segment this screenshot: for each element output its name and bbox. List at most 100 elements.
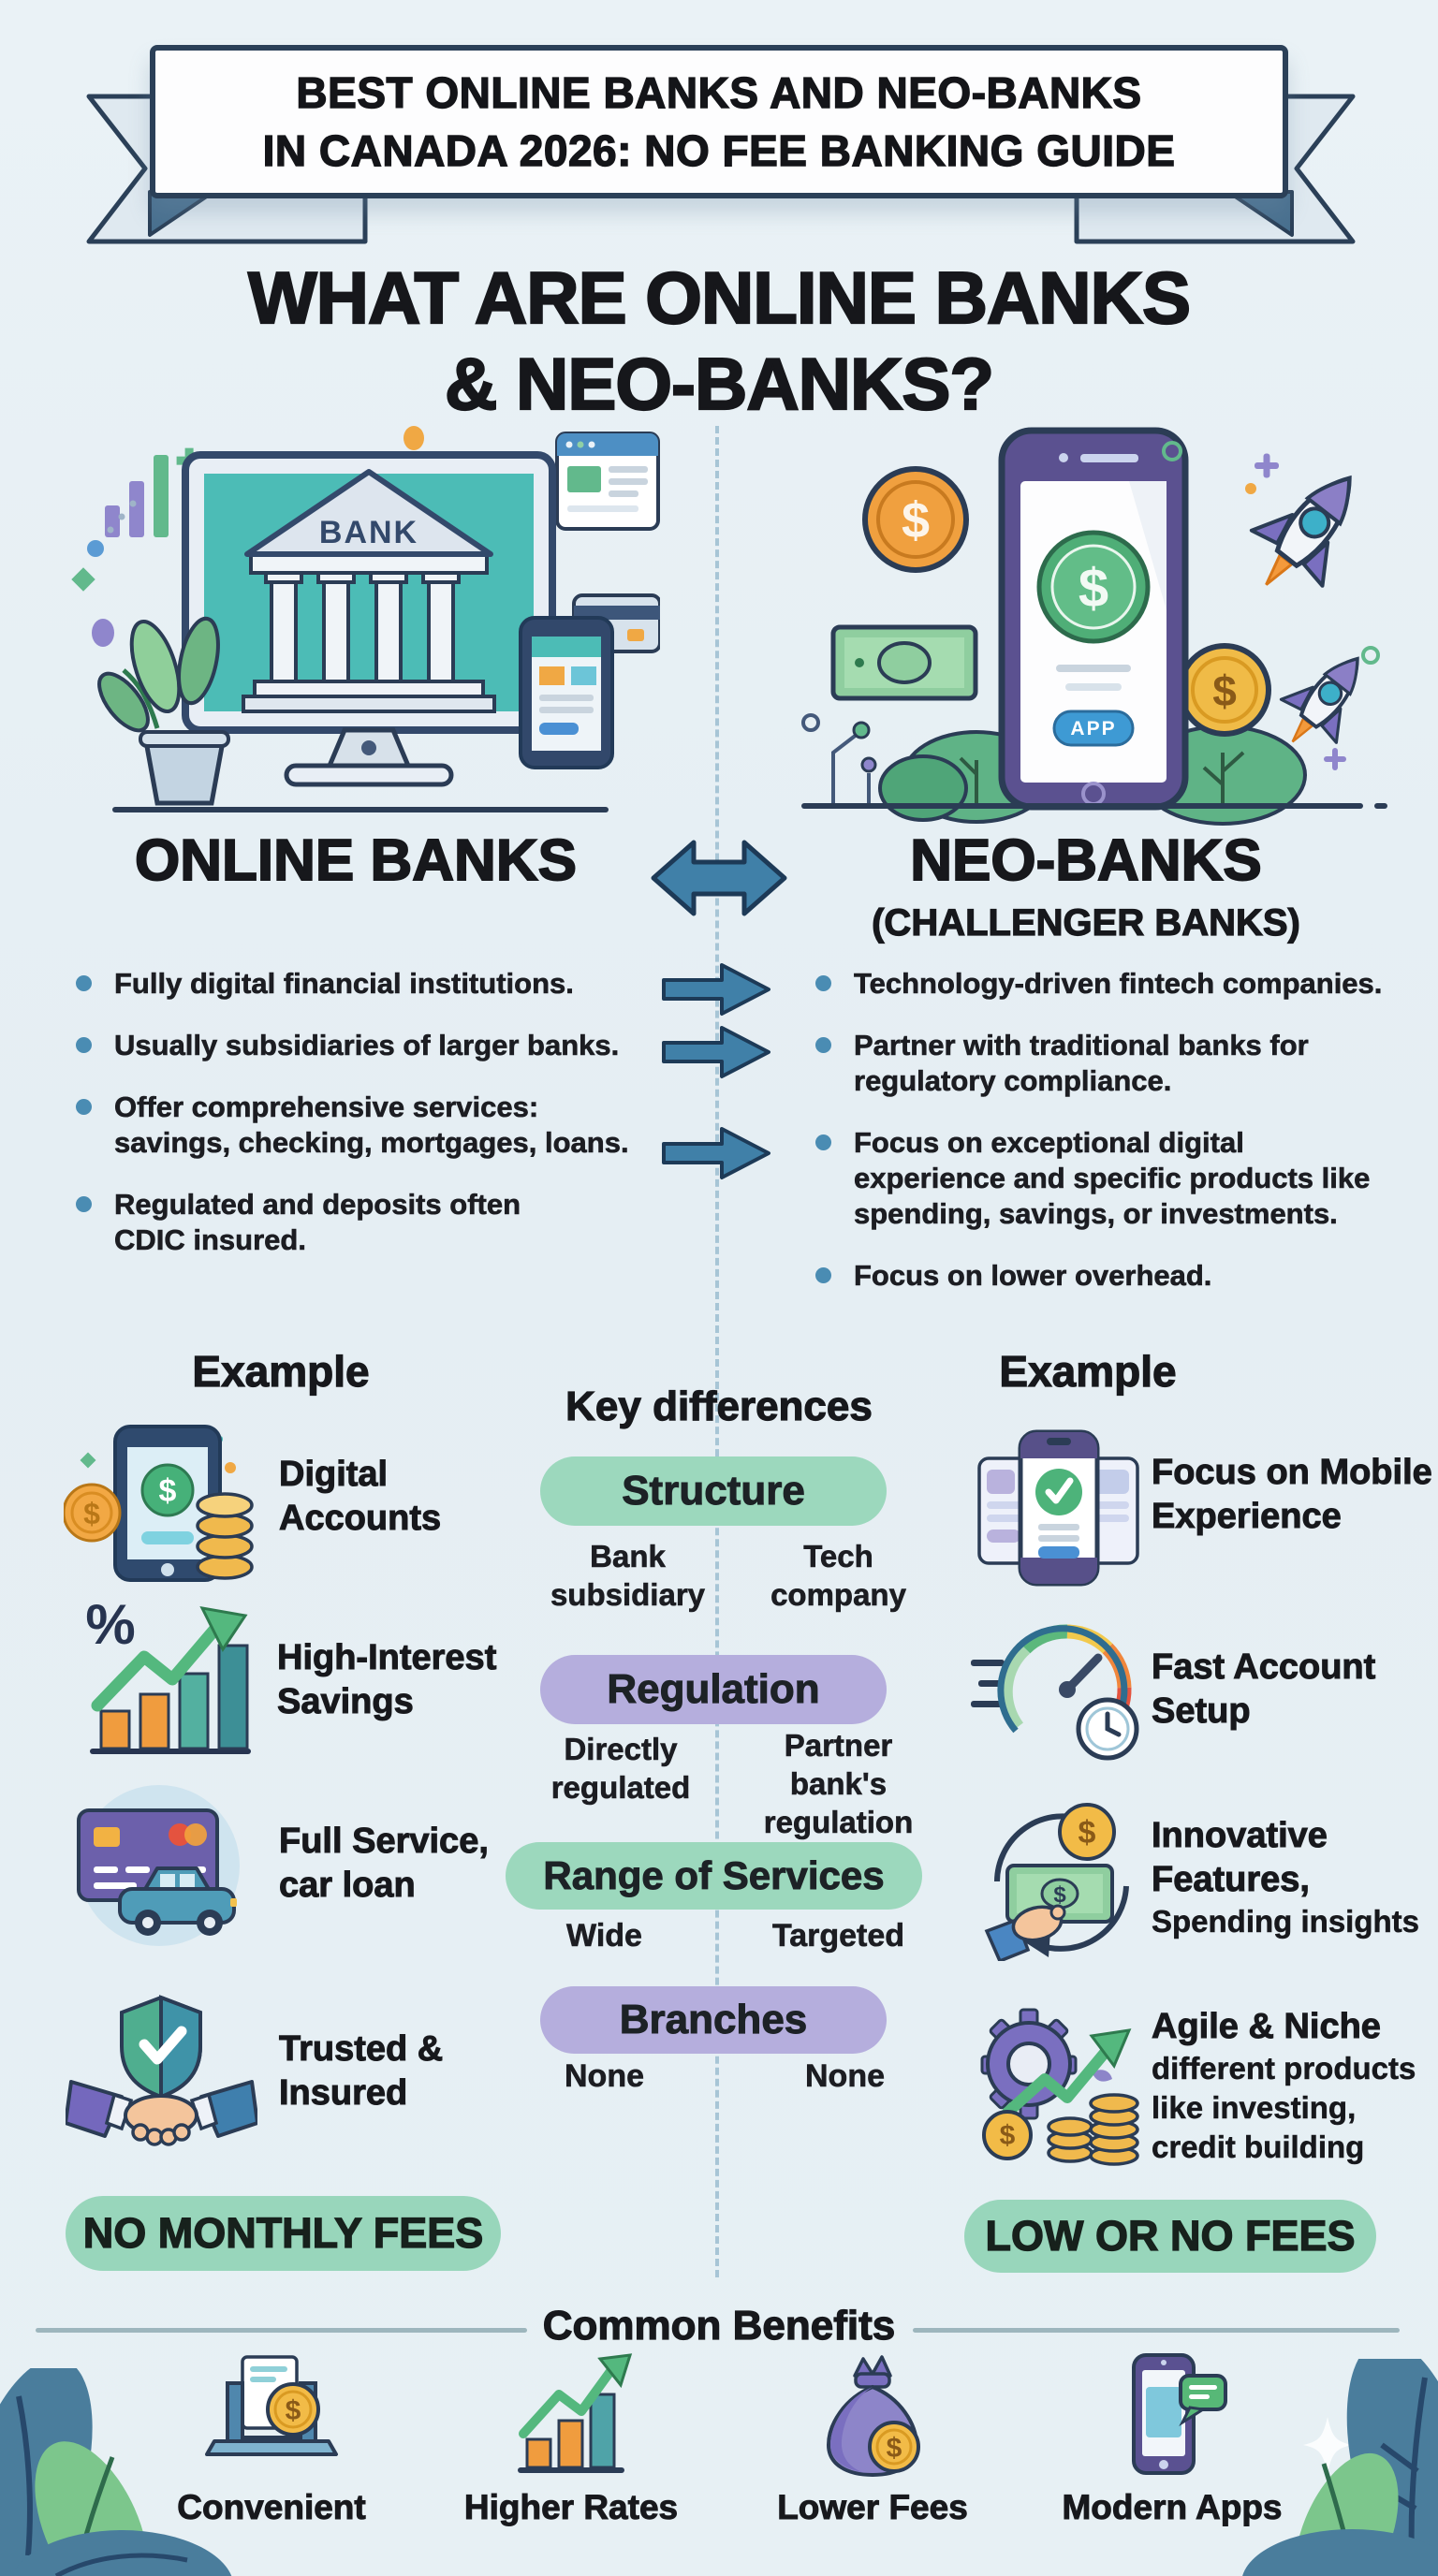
- gold-dollar-coin-icon: $: [1178, 643, 1271, 737]
- banknote-icon: [830, 624, 978, 701]
- bullet-item: Usually subsidiaries of larger banks.: [73, 1028, 710, 1063]
- neobank-phone: $ APP: [998, 427, 1189, 811]
- car-icon: [118, 1866, 237, 1936]
- banner-line2: IN CANADA 2026: NO FEE BANKING GUIDE: [262, 125, 1176, 175]
- percent-growth-icon: %: [85, 1593, 251, 1754]
- range-of-services-pill: Range of Services: [506, 1842, 922, 1910]
- bullet-dot-icon: [76, 1196, 92, 1212]
- bullet-dot-icon: [76, 1037, 92, 1053]
- money-bag-icon: $: [826, 2355, 920, 2478]
- app-button: [1052, 710, 1135, 747]
- ground-line: [112, 807, 609, 812]
- sparkle-accents: [1162, 441, 1380, 770]
- bullet-dot-icon: [815, 975, 831, 991]
- range-value-left: Wide: [566, 1918, 643, 1954]
- rocket-icon: [1249, 475, 1352, 588]
- neo-banks-heading-block: NEO-BANKS (CHALLENGER BANKS): [824, 827, 1348, 945]
- neo-banks-bullet-list: Technology-driven fintech companies. Par…: [813, 966, 1416, 1320]
- card-car-icon: [77, 1785, 240, 1946]
- range-value-right: Targeted: [771, 1918, 905, 1954]
- key-differences-heading: Key differences: [565, 1383, 873, 1429]
- benefit-label: Modern Apps: [1062, 2488, 1283, 2527]
- center-dashed-divider: [715, 426, 719, 2277]
- bullet-dot-icon: [815, 1134, 831, 1150]
- percent-glyph: %: [85, 1593, 135, 1656]
- mobile-experience-icon: [977, 1429, 1139, 1587]
- bank-label: BANK: [319, 515, 418, 550]
- growth-chart-icon: [87, 447, 202, 557]
- plant: [97, 616, 230, 806]
- ground-dash: [1374, 803, 1387, 809]
- speedometer-icon: [971, 1624, 1139, 1761]
- circuit-accent: [801, 713, 877, 805]
- phone-chat-icon: [1132, 2353, 1227, 2475]
- dollar-glyph: $: [83, 1497, 100, 1530]
- example-item-label: Trusted &Insured: [279, 2029, 444, 2114]
- app-label: APP: [1070, 718, 1116, 739]
- bullet-item: Technology-driven fintech companies.: [813, 966, 1416, 1002]
- branches-value-right: None: [805, 2058, 886, 2095]
- banner: BEST ONLINE BANKS AND NEO-BANKS IN CANAD…: [150, 45, 1288, 198]
- chat-bubble-icon: [1179, 2374, 1227, 2427]
- branches-pill: Branches: [540, 1986, 887, 2054]
- orange-dollar-coin-icon: $: [862, 466, 969, 573]
- divider-line: [36, 2328, 527, 2333]
- online-bank-illustration: BANK: [71, 426, 660, 812]
- dollar-glyph: $: [159, 1473, 177, 1509]
- bullet-item: Offer comprehensive services:savings, ch…: [73, 1090, 710, 1161]
- page-title: WHAT ARE ONLINE BANKS & NEO-BANKS?: [0, 255, 1438, 427]
- common-benefits-heading: Common Benefits: [542, 2302, 896, 2349]
- bank-building-icon: BANK: [242, 469, 496, 713]
- benefit-label: Higher Rates: [463, 2488, 679, 2527]
- bullet-dot-icon: [76, 1099, 92, 1115]
- dollar-glyph: $: [1078, 1815, 1096, 1851]
- bullet-item: Focus on lower overhead.: [813, 1258, 1416, 1294]
- coin-stack-icon: [196, 1492, 254, 1580]
- online-banks-bullet-list: Fully digital financial institutions. Us…: [73, 966, 710, 1284]
- dollar-glyph: $: [1053, 1882, 1066, 1908]
- neo-banks-heading: NEO-BANKS: [909, 827, 1262, 894]
- right-arrow-icon: [662, 963, 770, 1016]
- dollar-glyph: $: [1000, 2120, 1016, 2151]
- regulation-pill: Regulation: [540, 1655, 887, 1724]
- page-title-line2: & NEO-BANKS?: [444, 342, 995, 426]
- neo-banks-subheading: (CHALLENGER BANKS): [872, 901, 1301, 944]
- benefit-label: Convenient: [177, 2488, 366, 2527]
- diamond-accent: [71, 567, 95, 592]
- rocket-icon: [1279, 656, 1359, 744]
- dot-accent: [92, 619, 114, 647]
- dollar-glyph: $: [887, 2433, 902, 2464]
- laptop-coin-icon: $: [205, 2355, 338, 2456]
- shield-handshake-icon: [66, 1995, 257, 2146]
- bullet-item: Fully digital financial institutions.: [73, 966, 710, 1002]
- monitor-base: [284, 763, 454, 787]
- neo-bank-illustration: $ $ $ APP: [801, 427, 1387, 826]
- green-dollar-coin-icon: $: [1036, 530, 1151, 644]
- dollar-glyph: $: [902, 492, 930, 549]
- chart-up-icon: [518, 2353, 633, 2473]
- double-arrow-icon: [651, 840, 787, 916]
- hand-money-icon: $ $: [984, 1803, 1129, 1961]
- example-heading-right: Example: [999, 1346, 1177, 1396]
- right-arrow-icon: [662, 1127, 770, 1179]
- divider-line: [913, 2328, 1400, 2333]
- dollar-glyph: $: [1078, 558, 1108, 619]
- corner-leaves-right: [1242, 2359, 1438, 2576]
- page-title-line1: WHAT ARE ONLINE BANKS: [247, 256, 1192, 340]
- structure-pill: Structure: [540, 1456, 887, 1526]
- bullet-dot-icon: [76, 975, 92, 991]
- smartphone-small-icon: [519, 616, 614, 769]
- low-or-no-fees-badge: LOW OR NO FEES: [964, 2200, 1376, 2273]
- gear-icon: [980, 2008, 1078, 2120]
